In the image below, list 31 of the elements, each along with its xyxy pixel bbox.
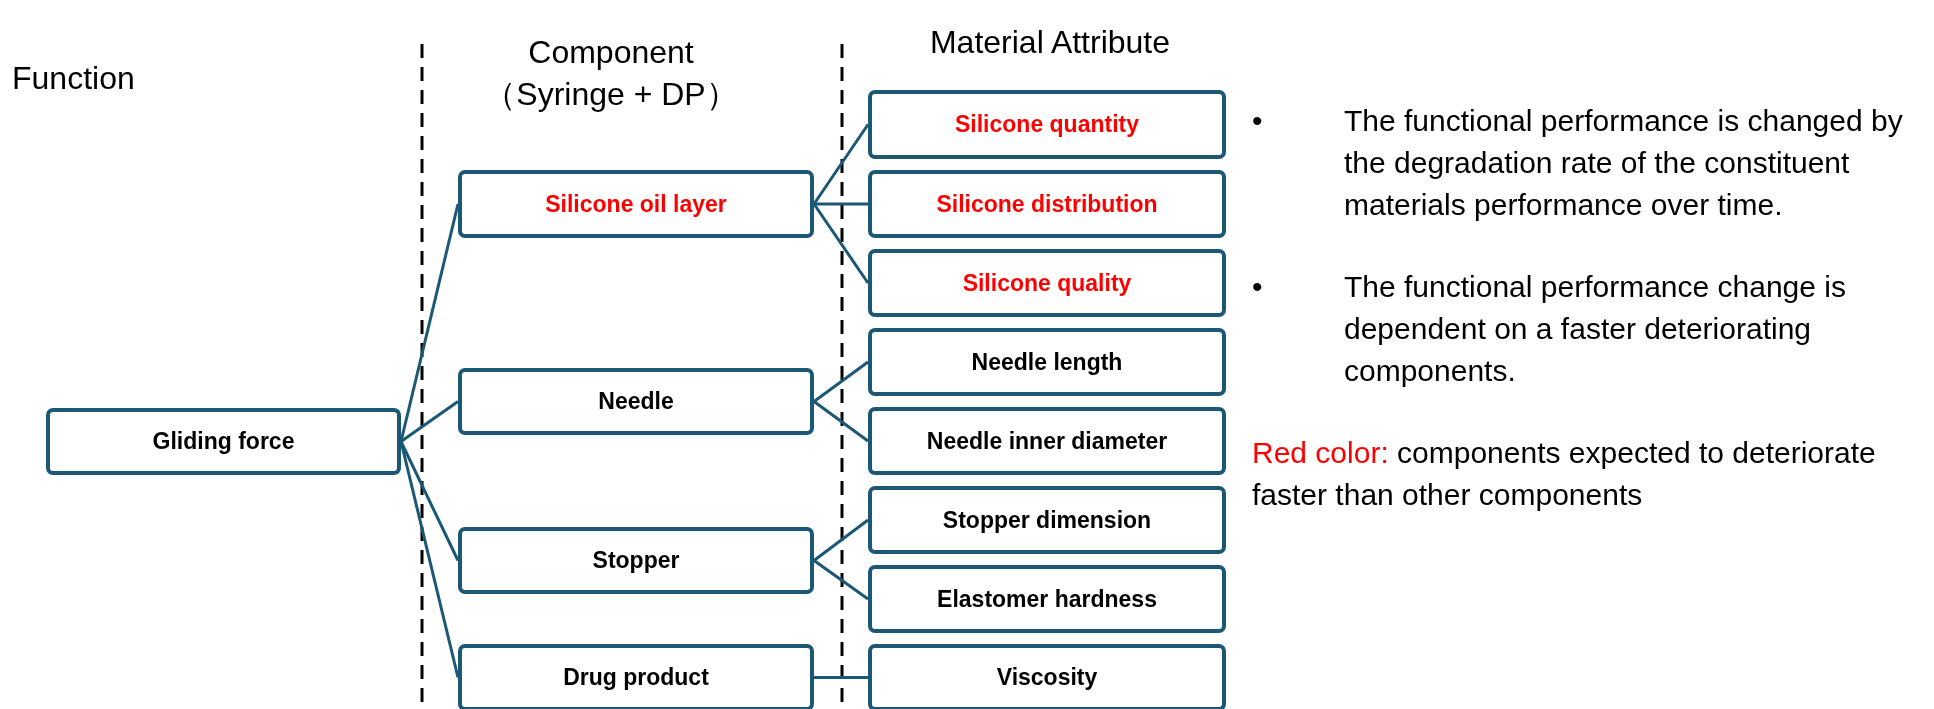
process-box: Silicone quantity [868,90,1226,159]
connector-line [812,203,870,284]
connector-line [814,676,868,679]
bullet-text: The functional performance is changed by the degradation rate of the constituent materials performance over time. [1344,103,1904,223]
process-box: Gliding force [46,408,401,475]
connector-line [813,360,869,403]
connector-line [812,123,870,205]
process-box: Needle [458,368,814,435]
process-box: Silicone quality [868,249,1226,317]
connector-line [813,559,869,601]
legend-note: Red color: components expected to deteriorate faster than other components [1252,435,1877,513]
column-heading: Material Attribute [928,23,1172,62]
column-heading: Component （Syringe + DP） [483,33,739,114]
bullet-text: The functional performance change is dependent on a faster deteriorating components. [1344,269,1847,389]
process-box: Needle inner diameter [868,407,1226,475]
bullet-icon: • [1252,100,1344,226]
bullet-icon: • [1252,266,1344,392]
connector-line [813,518,869,562]
column-heading: Function [12,59,136,98]
connector-line [813,400,869,443]
process-box: Stopper dimension [868,486,1226,554]
connector-line [399,203,460,442]
process-box: Silicone distribution [868,170,1226,238]
process-box: Silicone oil layer [458,170,814,238]
connector-line [400,400,459,443]
process-box: Stopper [458,527,814,594]
process-box: Elastomer hardness [868,565,1226,633]
connector-line [814,202,868,206]
process-box: Viscosity [868,644,1226,709]
process-box: Drug product [458,644,814,709]
process-box: Needle length [868,328,1226,396]
